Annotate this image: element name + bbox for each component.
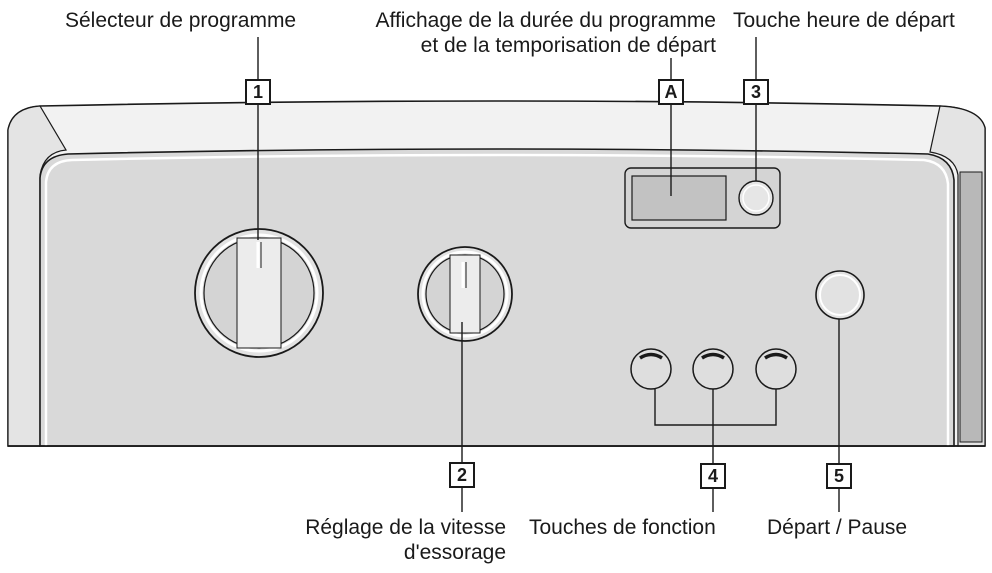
callout-a: A xyxy=(658,79,684,105)
callout-5: 5 xyxy=(826,463,852,489)
label-display-line1: Affichage de la durée du programme xyxy=(375,9,717,32)
label-start-pause: Départ / Pause xyxy=(767,516,908,539)
program-selector-dial[interactable] xyxy=(194,228,324,358)
label-start-time-key: Touche heure de départ xyxy=(733,9,955,32)
label-display-line2: et de la temporisation de départ xyxy=(420,34,716,57)
label-function-keys: Touches de fonction xyxy=(529,516,716,539)
duration-display xyxy=(631,175,727,221)
display-module xyxy=(624,167,781,229)
right-side-strip xyxy=(959,171,983,443)
label-spin-speed-line2: d'essorage xyxy=(403,541,506,564)
function-key-2[interactable] xyxy=(692,348,734,390)
function-key-1[interactable] xyxy=(630,348,672,390)
callout-3: 3 xyxy=(743,79,769,105)
spin-speed-dial[interactable] xyxy=(417,246,513,342)
label-program-selector: Sélecteur de programme xyxy=(65,9,297,32)
label-spin-speed-line1: Réglage de la vitesse xyxy=(305,516,506,539)
callout-4: 4 xyxy=(700,463,726,489)
start-pause-button[interactable] xyxy=(815,270,865,320)
leader-lines xyxy=(257,37,840,512)
start-time-button[interactable] xyxy=(738,180,774,216)
function-key-3[interactable] xyxy=(755,348,797,390)
callout-1: 1 xyxy=(245,79,271,105)
inner-panel-highlight xyxy=(44,153,950,446)
callout-2: 2 xyxy=(449,462,475,488)
